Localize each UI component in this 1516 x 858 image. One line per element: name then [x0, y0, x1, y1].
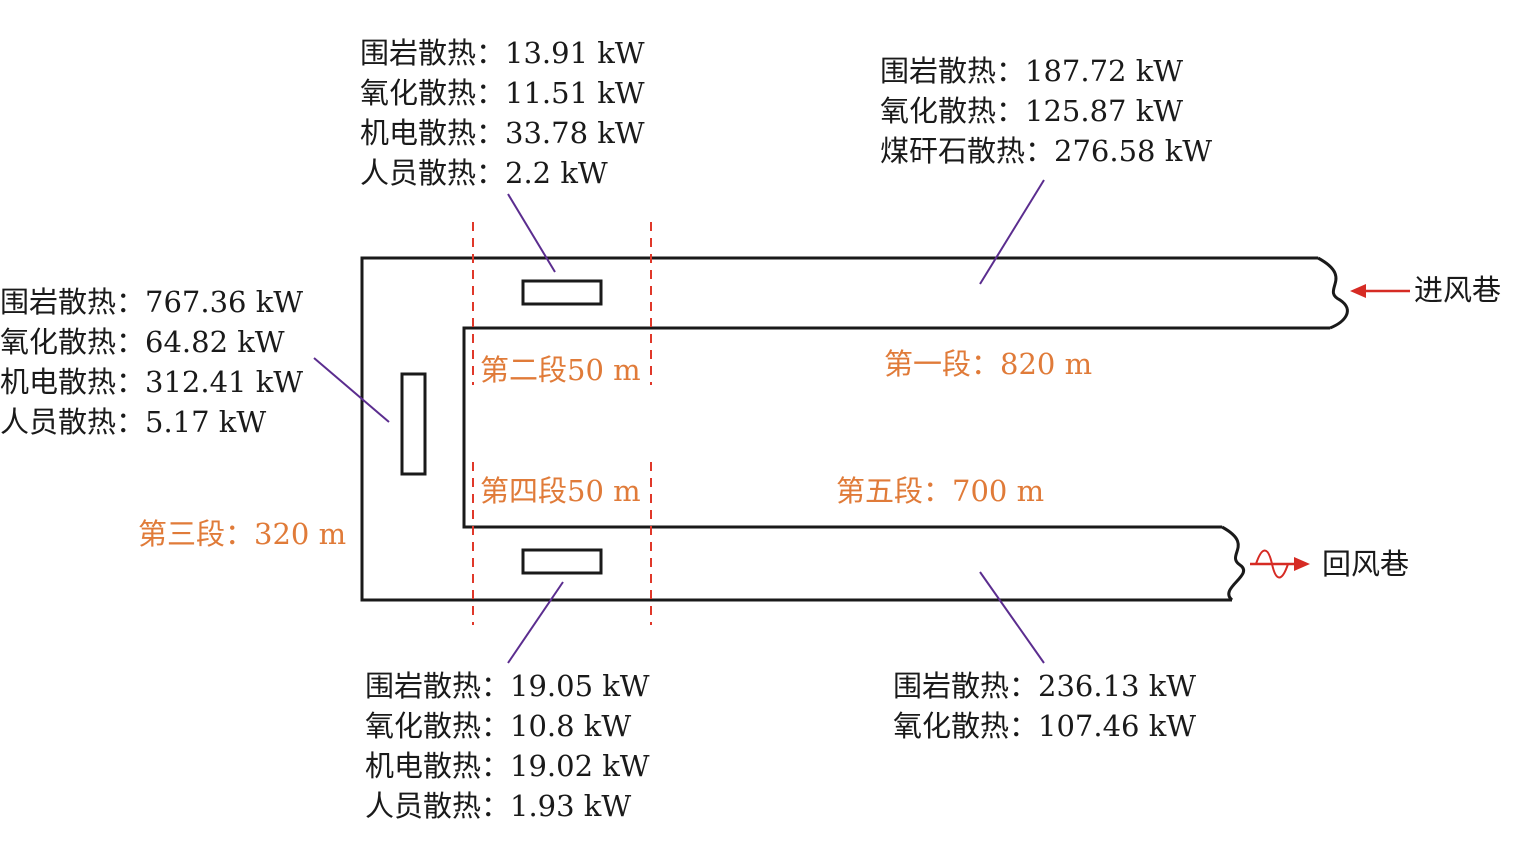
heat-label: 人员散热：5.17 kW [0, 405, 267, 439]
heat-label: 氧化散热：11.51 kW [360, 76, 645, 110]
heat-label: 机电散热：19.02 kW [365, 749, 650, 783]
return-arrow-wave [1255, 549, 1289, 579]
heat-group-segment1: 围岩散热：187.72 kW 氧化散热：125.87 kW 煤矸石散热：276.… [880, 51, 1212, 171]
heat-label: 氧化散热：107.46 kW [893, 709, 1197, 743]
intake-break-line [1317, 256, 1349, 330]
return-arrow [1250, 549, 1310, 579]
heat-group-segment2: 围岩散热：13.91 kW 氧化散热：11.51 kW 机电散热：33.78 k… [360, 33, 645, 193]
intake-arrow [1350, 284, 1410, 298]
equipment-segment2 [521, 279, 603, 306]
heat-group-segment5: 围岩散热：236.13 kW 氧化散热：107.46 kW [893, 666, 1196, 746]
intake-airway-label: 进风巷 [1414, 273, 1502, 307]
heat-label: 氧化散热：125.87 kW [880, 94, 1184, 128]
segment-label-5: 第五段：700 m [836, 474, 1045, 508]
leader-segment2 [507, 193, 556, 273]
heat-group-segment3: 围岩散热：767.36 kW 氧化散热：64.82 kW 机电散热：312.41… [0, 282, 303, 442]
equipment-segment4 [521, 548, 603, 575]
equipment-segment3 [400, 372, 427, 476]
heat-label: 围岩散热：767.36 kW [0, 285, 304, 319]
heat-group-segment4: 围岩散热：19.05 kW 氧化散热：10.8 kW 机电散热：19.02 kW… [365, 666, 650, 826]
heat-label: 人员散热：1.93 kW [365, 789, 632, 823]
heat-label: 围岩散热：236.13 kW [893, 669, 1197, 703]
leader-segment3 [313, 357, 390, 423]
leader-segment4 [507, 581, 564, 664]
heat-label: 机电散热：312.41 kW [0, 365, 304, 399]
heat-label: 氧化散热：64.82 kW [0, 325, 285, 359]
leader-lines [313, 179, 1045, 664]
segment-label-4: 第四段50 m [480, 474, 641, 508]
return-break-line [1221, 525, 1245, 602]
equipment-blocks [400, 279, 603, 575]
heat-label: 氧化散热：10.8 kW [365, 709, 632, 743]
outer-wall [360, 256, 1318, 602]
leader-segment5 [979, 571, 1045, 664]
heat-label: 围岩散热：187.72 kW [880, 54, 1184, 88]
inner-wall [462, 326, 1330, 529]
heat-label: 机电散热：33.78 kW [360, 116, 645, 150]
heat-label: 围岩散热：13.91 kW [360, 36, 645, 70]
segment-label-2: 第二段50 m [480, 353, 641, 387]
heat-label: 煤矸石散热：276.58 kW [880, 134, 1213, 168]
heat-label: 围岩散热：19.05 kW [365, 669, 650, 703]
roadway-outline [360, 256, 1349, 602]
segment-label-1: 第一段：820 m [884, 347, 1093, 381]
segment-label-3: 第三段：320 m [138, 517, 347, 551]
return-airway-label: 回风巷 [1322, 547, 1410, 581]
return-arrow-head [1294, 557, 1310, 571]
leader-segment1 [979, 179, 1045, 285]
intake-arrow-head [1350, 284, 1366, 298]
heat-label: 人员散热：2.2 kW [360, 156, 608, 190]
segment-boundaries [472, 222, 652, 625]
